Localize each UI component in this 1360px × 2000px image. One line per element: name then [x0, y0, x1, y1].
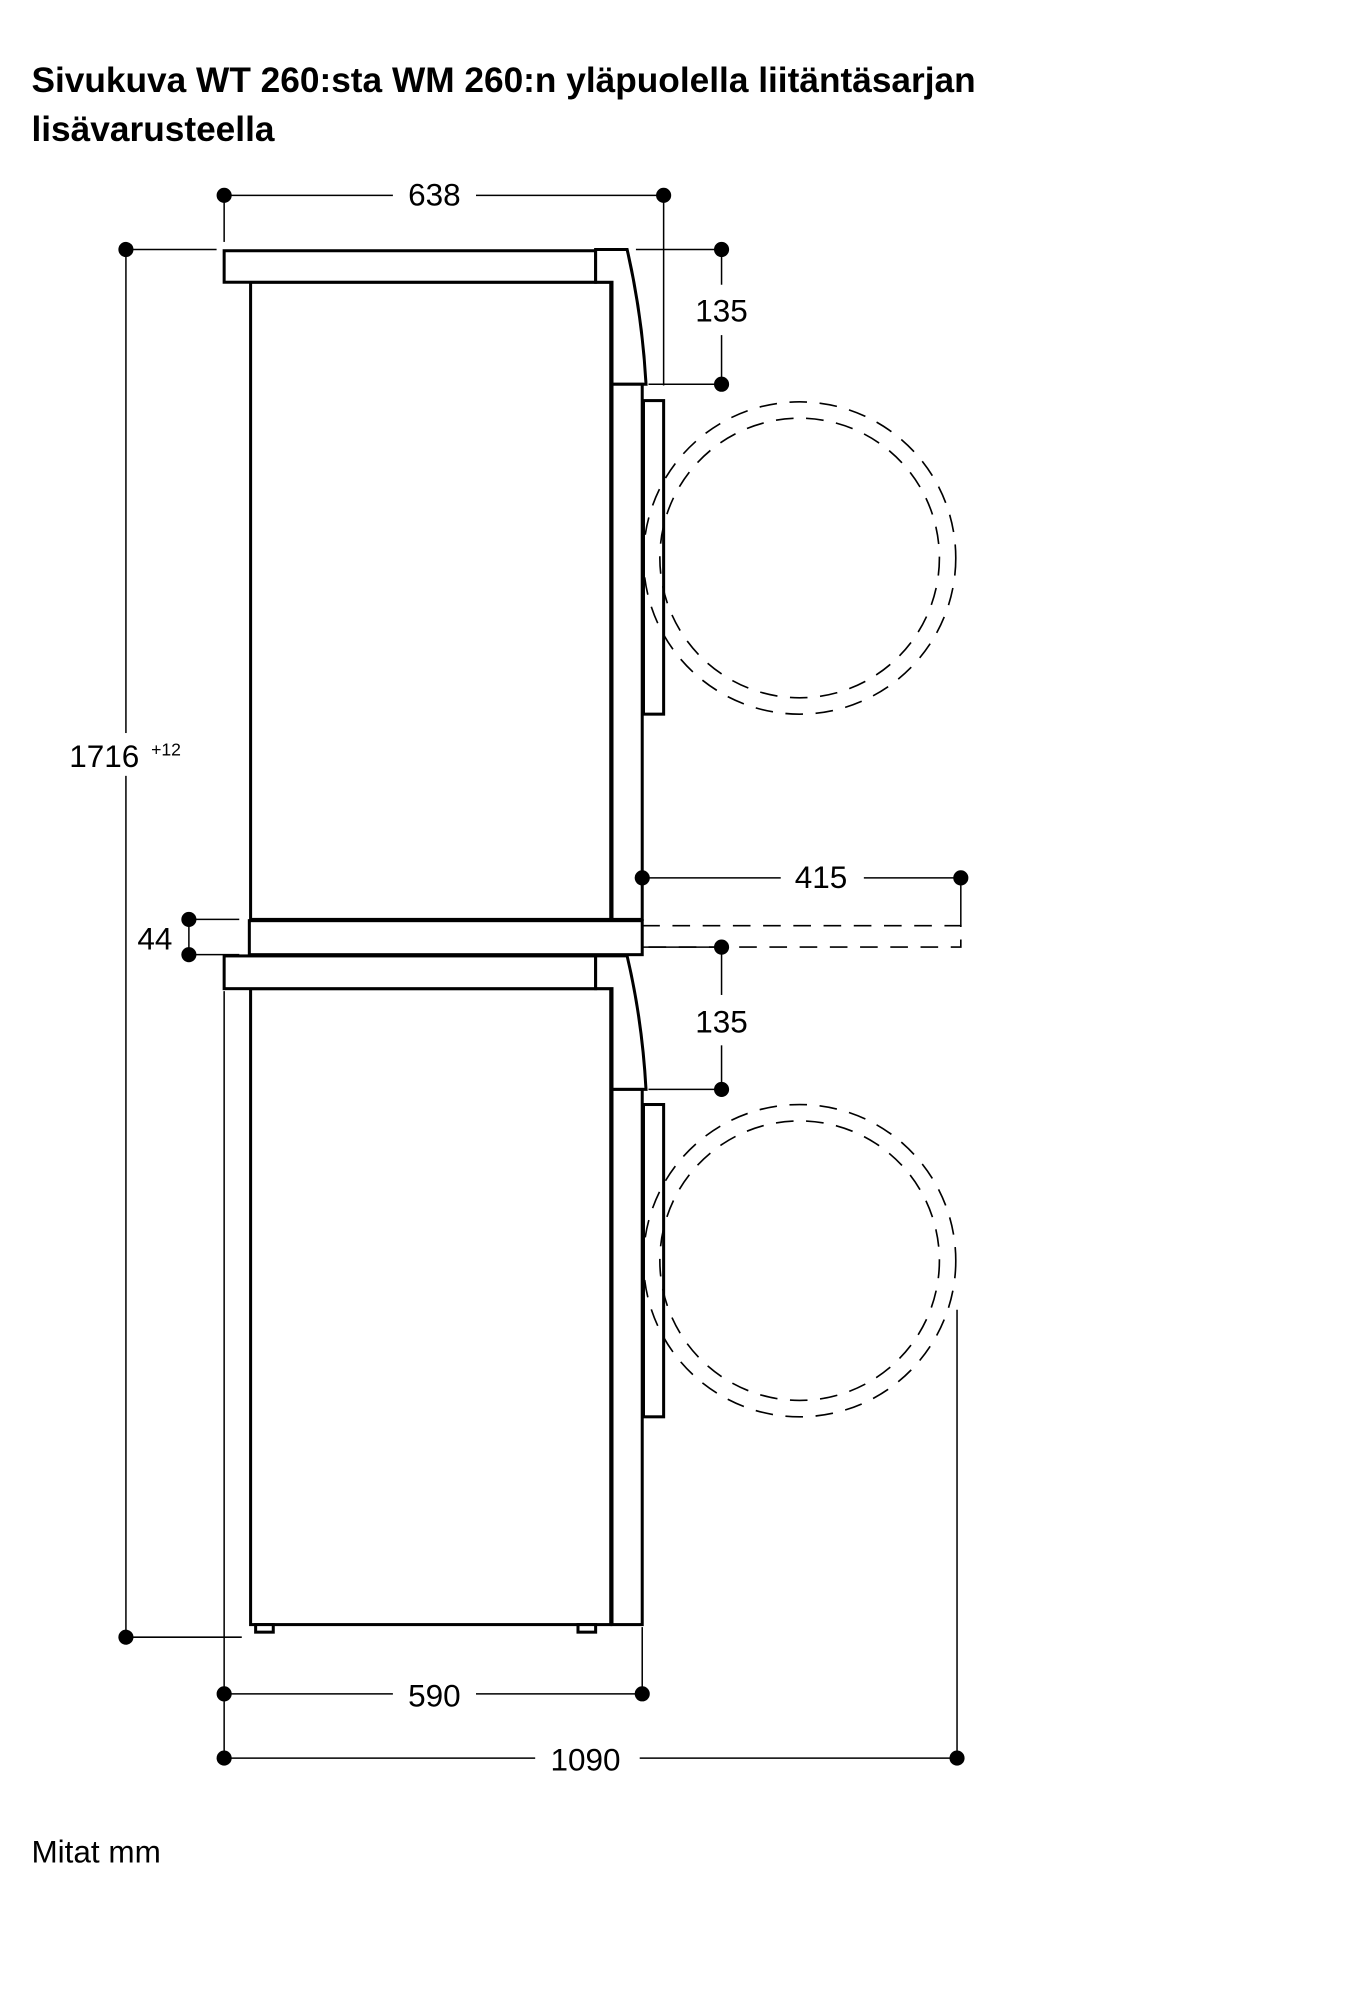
foot [576, 1623, 598, 1634]
title-line-2: lisävarusteella [31, 110, 274, 149]
dim-44-label: 44 [137, 922, 172, 957]
dryer-unit [222, 247, 957, 921]
dimension-135-upper: 135 [635, 241, 748, 392]
dim-135-upper-label: 135 [695, 293, 748, 328]
units-note: Mitat mm [31, 1835, 160, 1870]
dimension-total-height: 1716 +12 [62, 241, 242, 1645]
dim-1090-label: 1090 [551, 1743, 621, 1778]
dim-590-label: 590 [408, 1678, 461, 1713]
dim-638-label: 638 [408, 177, 461, 212]
dim-135-lower-label: 135 [695, 1005, 748, 1040]
pull-out-shelf: 415 [247, 860, 969, 957]
dimension-1090: 1090 [216, 1309, 965, 1778]
dimension-135-lower: 135 [642, 939, 748, 1097]
door-swing-inner [659, 417, 941, 699]
dim-415-label: 415 [795, 860, 848, 895]
dim-1716-tolerance: +12 [151, 740, 181, 760]
foot [254, 1623, 275, 1634]
dimension-44: 44 [137, 911, 240, 963]
door-swing-outer [642, 401, 957, 715]
door-swing-outer [642, 1103, 957, 1418]
title-line-1: Sivukuva WT 260:sta WM 260:n yläpuolella… [31, 61, 975, 100]
dimension-638: 638 [216, 177, 672, 386]
door-swing-inner [659, 1120, 941, 1402]
dimension-590: 590 [216, 991, 650, 1759]
dim-1716-label: 1716 [69, 739, 139, 774]
washer-unit [222, 954, 957, 1634]
